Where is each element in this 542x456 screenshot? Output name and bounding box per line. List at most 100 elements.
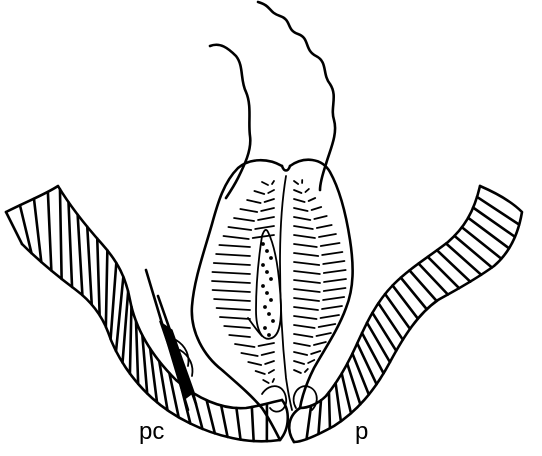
inner-dot [270, 299, 273, 302]
inner-dot [266, 271, 269, 274]
right-striated-tube [289, 186, 522, 442]
striation [294, 208, 308, 211]
inner-dot [272, 320, 275, 323]
striation [309, 198, 316, 201]
stripe [367, 323, 390, 362]
striation [258, 217, 274, 220]
striation [212, 272, 250, 274]
stripe [307, 406, 312, 439]
striation [261, 208, 274, 211]
stripe [236, 408, 240, 440]
striation [294, 352, 307, 355]
stripe [477, 197, 519, 225]
stripe [362, 333, 384, 373]
stripe [393, 285, 418, 318]
inner-dot [268, 334, 271, 337]
striation [263, 380, 268, 383]
striation [214, 299, 250, 301]
striation [228, 227, 251, 230]
striation [294, 334, 312, 337]
striation [321, 315, 340, 318]
stripe [68, 202, 72, 287]
stripe [318, 400, 321, 434]
striation [272, 181, 274, 184]
stripe [97, 239, 99, 316]
striation [294, 343, 310, 346]
striation [294, 262, 319, 265]
striation [316, 333, 330, 336]
striation [321, 243, 340, 246]
striation [255, 226, 274, 229]
striation [212, 281, 250, 283]
striation [305, 369, 308, 372]
striation [314, 342, 326, 345]
striation [214, 263, 250, 265]
striation [241, 353, 257, 356]
striation [259, 343, 274, 346]
striation [216, 254, 250, 256]
striation [294, 316, 317, 319]
striation [294, 307, 318, 310]
inner-dot [264, 306, 267, 309]
striation [324, 288, 346, 291]
stripe [385, 294, 410, 329]
striation [294, 325, 315, 328]
striation [294, 244, 317, 247]
stripe [428, 257, 459, 288]
striation [235, 344, 254, 347]
striation [308, 360, 314, 363]
stripe [336, 383, 341, 421]
striation [294, 226, 313, 229]
stripe [106, 250, 108, 326]
striation [319, 324, 336, 327]
dark-oblique-structure [146, 270, 196, 410]
striation [256, 371, 265, 374]
striation [294, 298, 319, 301]
inner-structure-dots [262, 243, 275, 337]
stripe [78, 215, 83, 296]
inner-dot [268, 313, 271, 316]
striation [219, 245, 250, 247]
striation [294, 280, 320, 283]
inner-dot [270, 257, 273, 260]
striation [324, 279, 346, 282]
stripe [123, 291, 129, 362]
stripe [462, 227, 501, 258]
right-tube-stripes [307, 197, 520, 439]
stripe [419, 263, 448, 294]
stripe [401, 278, 427, 310]
striation [240, 209, 257, 212]
stripe [60, 189, 62, 279]
stripe [468, 218, 509, 249]
striation [254, 191, 264, 194]
label-pc: pc [139, 420, 164, 444]
striation [234, 218, 254, 221]
striation [265, 199, 274, 202]
striation [314, 216, 326, 219]
stripe [410, 270, 437, 301]
striation [273, 379, 274, 382]
striation [294, 361, 304, 364]
inner-dot [266, 292, 269, 295]
striation [229, 335, 250, 337]
striation [322, 252, 342, 255]
striation [317, 225, 332, 228]
striation [294, 181, 298, 184]
striation [294, 199, 305, 202]
stripe [207, 400, 215, 433]
upper-strand [210, 2, 335, 198]
stripe [130, 307, 131, 374]
stripe [342, 374, 351, 414]
stripe [111, 263, 117, 339]
inner-dot [264, 327, 267, 330]
striation [217, 308, 250, 310]
stripe [372, 313, 396, 351]
striation [294, 235, 315, 238]
inner-dot [262, 243, 265, 246]
striation [323, 261, 344, 264]
inner-dot [262, 285, 265, 288]
striation [248, 362, 261, 365]
striation [223, 236, 248, 239]
stripe [454, 236, 491, 268]
